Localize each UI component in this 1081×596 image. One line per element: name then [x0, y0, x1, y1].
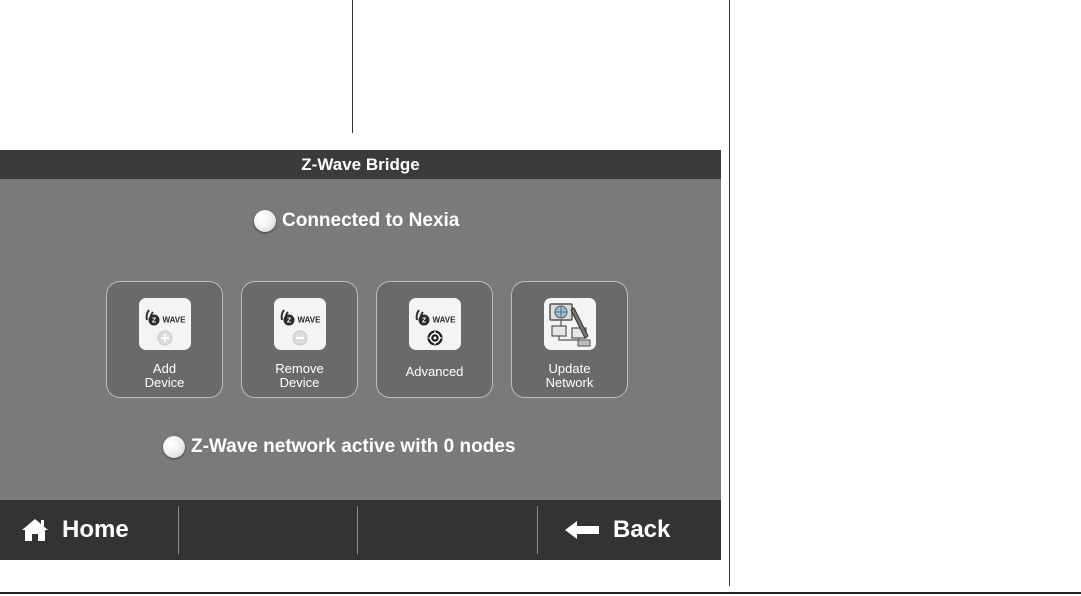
home-button[interactable]: Home: [20, 500, 170, 560]
remove-device-button[interactable]: Z WAVE Remove Device: [241, 281, 358, 398]
svg-text:WAVE: WAVE: [433, 316, 457, 325]
svg-text:Z: Z: [287, 318, 292, 325]
back-button[interactable]: Back: [565, 500, 715, 560]
update-network-icon: [544, 298, 596, 350]
bottom-nav-bar: Home Back: [0, 500, 721, 560]
zwave-remove-icon: Z WAVE: [274, 298, 326, 350]
home-icon: [20, 517, 50, 543]
divider-line-left: [352, 0, 353, 133]
back-arrow-icon: [565, 520, 601, 540]
nav-separator: [537, 506, 538, 554]
nav-empty-slot-3: [358, 500, 536, 560]
remove-device-label: Remove Device: [242, 362, 357, 390]
update-network-label: Update Network: [512, 362, 627, 390]
advanced-button[interactable]: Z WAVE Advanced: [376, 281, 493, 398]
advanced-label: Advanced: [377, 365, 492, 379]
network-status-text: Z-Wave network active with 0 nodes: [191, 436, 515, 458]
page-title: Z-Wave Bridge: [0, 150, 721, 179]
status-indicator-icon: [163, 436, 185, 458]
zwave-add-icon: Z WAVE: [139, 298, 191, 350]
svg-text:Z: Z: [152, 318, 157, 325]
status-indicator-icon: [254, 210, 276, 232]
add-device-button[interactable]: Z WAVE Add Device: [106, 281, 223, 398]
home-label: Home: [62, 516, 129, 544]
add-device-label: Add Device: [107, 362, 222, 390]
nexia-status: Connected to Nexia: [254, 210, 459, 232]
nav-empty-slot-2: [179, 500, 357, 560]
thermostat-screen: Z-Wave Bridge Connected to Nexia Z WAVE …: [0, 150, 721, 560]
zwave-advanced-icon: Z WAVE: [409, 298, 461, 350]
nexia-status-text: Connected to Nexia: [282, 210, 459, 232]
svg-text:Z: Z: [422, 318, 427, 325]
divider-line-right: [729, 0, 730, 586]
back-label: Back: [613, 516, 670, 544]
svg-text:WAVE: WAVE: [163, 316, 187, 325]
network-status: Z-Wave network active with 0 nodes: [163, 436, 515, 458]
svg-text:WAVE: WAVE: [298, 316, 322, 325]
update-network-button[interactable]: Update Network: [511, 281, 628, 398]
divider-line-bottom: [0, 592, 1081, 594]
